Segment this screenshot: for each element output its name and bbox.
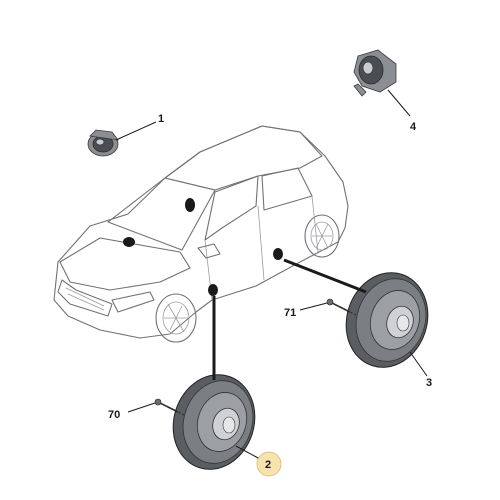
screw-70-axis xyxy=(167,406,185,416)
callout-70: 70 xyxy=(108,409,120,421)
leader-1 xyxy=(115,121,157,141)
screw-71 xyxy=(326,298,351,313)
rear-door-speaker-mark xyxy=(273,248,283,260)
dash-speaker-left-mark xyxy=(123,237,135,247)
callout-2: 2 xyxy=(265,459,271,471)
assembly-line-rear-door xyxy=(283,258,367,294)
callout-4: 4 xyxy=(410,121,417,133)
dash-speaker-right-mark xyxy=(185,198,195,212)
screw-71-axis xyxy=(339,306,357,316)
leader-4 xyxy=(387,89,411,117)
part-2-front-speaker xyxy=(172,374,256,470)
leader-2 xyxy=(235,445,261,460)
callout-1: 1 xyxy=(158,113,164,125)
part-4-speaker-pod xyxy=(353,49,397,97)
leader-3 xyxy=(409,351,428,377)
part-3-rear-speaker xyxy=(345,272,429,368)
leader-70 xyxy=(127,402,156,413)
car-illustration xyxy=(53,125,349,343)
screw-70 xyxy=(154,398,179,413)
part-1-tweeter xyxy=(87,129,119,157)
callout-71: 71 xyxy=(284,307,296,319)
front-door-speaker-mark xyxy=(208,284,218,296)
callout-2-badge xyxy=(256,451,282,477)
leader-71 xyxy=(299,302,328,311)
callout-3: 3 xyxy=(426,377,432,389)
